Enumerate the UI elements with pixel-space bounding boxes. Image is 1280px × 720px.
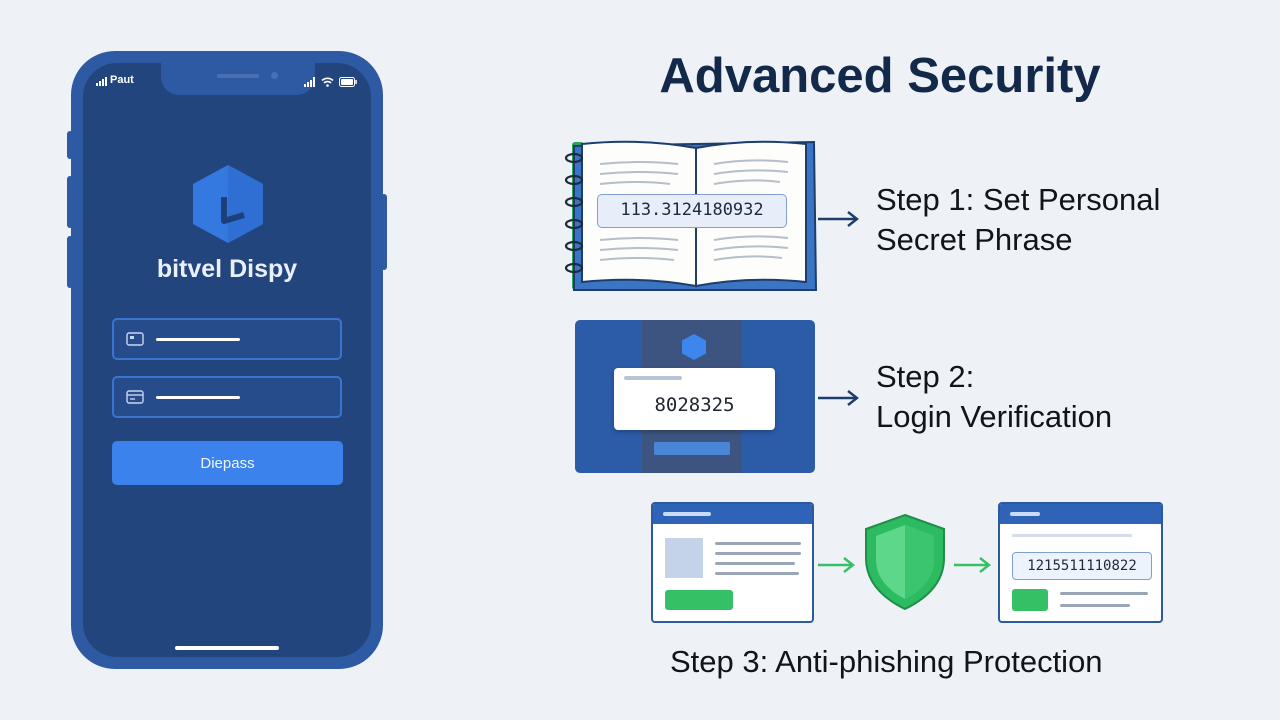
signal-bars-icon [304,74,316,92]
credit-card-icon [126,390,144,409]
field-placeholder-line [156,396,240,399]
front-camera [271,72,278,79]
phone-power-button [381,194,387,270]
step2-label: Step 2: Login Verification [876,357,1112,437]
green-button [665,590,733,610]
speaker-grille [217,74,259,78]
hexagon-logo-icon [190,163,266,245]
window-titlebar [1000,504,1161,524]
login-button[interactable]: Diepass [112,441,343,485]
step3-label: Step 3: Anti-phishing Protection [670,644,1103,679]
home-indicator[interactable] [175,646,279,650]
arrow-right-icon [954,557,991,573]
field-placeholder-line [156,338,240,341]
status-bar-right [304,74,357,92]
phone-mockup: Paut bitvel Dispy [67,51,387,669]
text-line [715,572,799,575]
verification-code-card: 8028325 [614,368,775,430]
app-name: bitvel Dispy [156,255,298,283]
wifi-icon [321,74,334,92]
secret-phrase-box: 113.3124180932 [597,194,787,228]
phone-mute-switch [67,131,73,159]
step1-notebook-illustration: 113.3124180932 [560,136,822,294]
anti-phishing-code-box: 1215511110822 [1012,552,1152,580]
hexagon-icon [682,334,706,360]
step1-label: Step 1: Set Personal Secret Phrase [876,180,1160,260]
card-icon [126,332,144,351]
verification-code: 8028325 [654,394,735,416]
phone-volume-down [67,236,73,288]
step2-subtitle: Login Verification [876,399,1113,434]
phone-notch [161,63,315,95]
code-card-header-line [624,376,682,380]
step2-verification-illustration: 8028325 [575,320,815,473]
arrow-right-icon [818,557,855,573]
anti-phishing-code: 1215511110822 [1027,558,1137,574]
carrier-name: Paut [110,74,134,86]
phone-volume-up [67,176,73,228]
arrow-right-icon [818,390,859,406]
text-line [1012,534,1132,537]
username-field[interactable] [112,318,342,360]
text-line [715,552,801,555]
text-line [715,562,795,565]
window-titlebar [653,504,812,524]
step1-subtitle: Secret Phrase [876,222,1073,257]
password-field[interactable] [112,376,342,418]
shield-icon [865,513,945,611]
step1-title: Step 1: Set Personal [876,182,1161,217]
protected-site-window: 1215511110822 [998,502,1163,623]
text-line [715,542,801,545]
verify-button [654,442,730,455]
page-title: Advanced Security [659,49,1101,103]
signal-bars-icon [96,77,107,86]
arrow-right-icon [818,211,859,227]
step2-title: Step 2: [876,359,975,394]
phishing-site-window [651,502,814,623]
green-button [1012,589,1048,611]
image-placeholder [665,538,703,578]
secret-phrase-text: 113.3124180932 [620,200,764,220]
phone-screen: Paut bitvel Dispy [83,63,371,657]
battery-icon [339,74,357,92]
text-line [1060,604,1130,607]
text-line [1060,592,1148,595]
status-bar-left: Paut [96,74,134,86]
